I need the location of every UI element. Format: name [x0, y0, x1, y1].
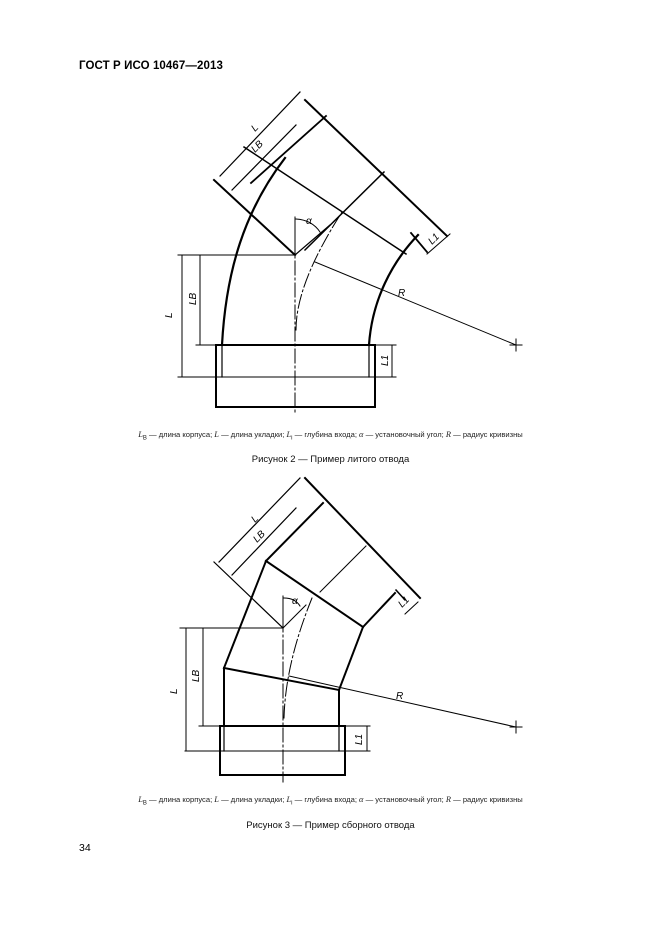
fig3-label-alpha: α: [292, 596, 298, 607]
fig2-label-L-top: L: [249, 122, 261, 134]
fig2-label-R: R: [398, 288, 405, 299]
page-number: 34: [79, 842, 91, 854]
figure-3-caption: Рисунок 3 — Пример сборного отвода: [246, 820, 415, 831]
fig2-label-LB: LB: [188, 292, 199, 305]
fig3-label-R: R: [396, 691, 403, 702]
figure-2-caption: Рисунок 2 — Пример литого отвода: [251, 454, 410, 465]
fig3-label-LB-top: LB: [251, 528, 268, 545]
fig2-label-alpha: α: [306, 216, 312, 227]
document-header: ГОСТ Р ИСО 10467—2013: [79, 60, 224, 72]
fig3-label-L1-top: L1: [396, 594, 412, 610]
fig2-label-L: L: [164, 312, 175, 318]
figure-2-legend: LB — длина корпуса; L — длина укладки; L…: [138, 430, 523, 442]
fig3-label-LB: LB: [191, 669, 202, 682]
fig3-label-L1-bottom: L1: [354, 734, 365, 745]
fig3-label-L: L: [169, 688, 180, 694]
figure-3-legend: LB — длина корпуса; L — длина укладки; L…: [138, 795, 523, 807]
fig2-label-L1-bottom: L1: [380, 355, 391, 366]
fig3-label-L-top: L: [249, 513, 261, 525]
